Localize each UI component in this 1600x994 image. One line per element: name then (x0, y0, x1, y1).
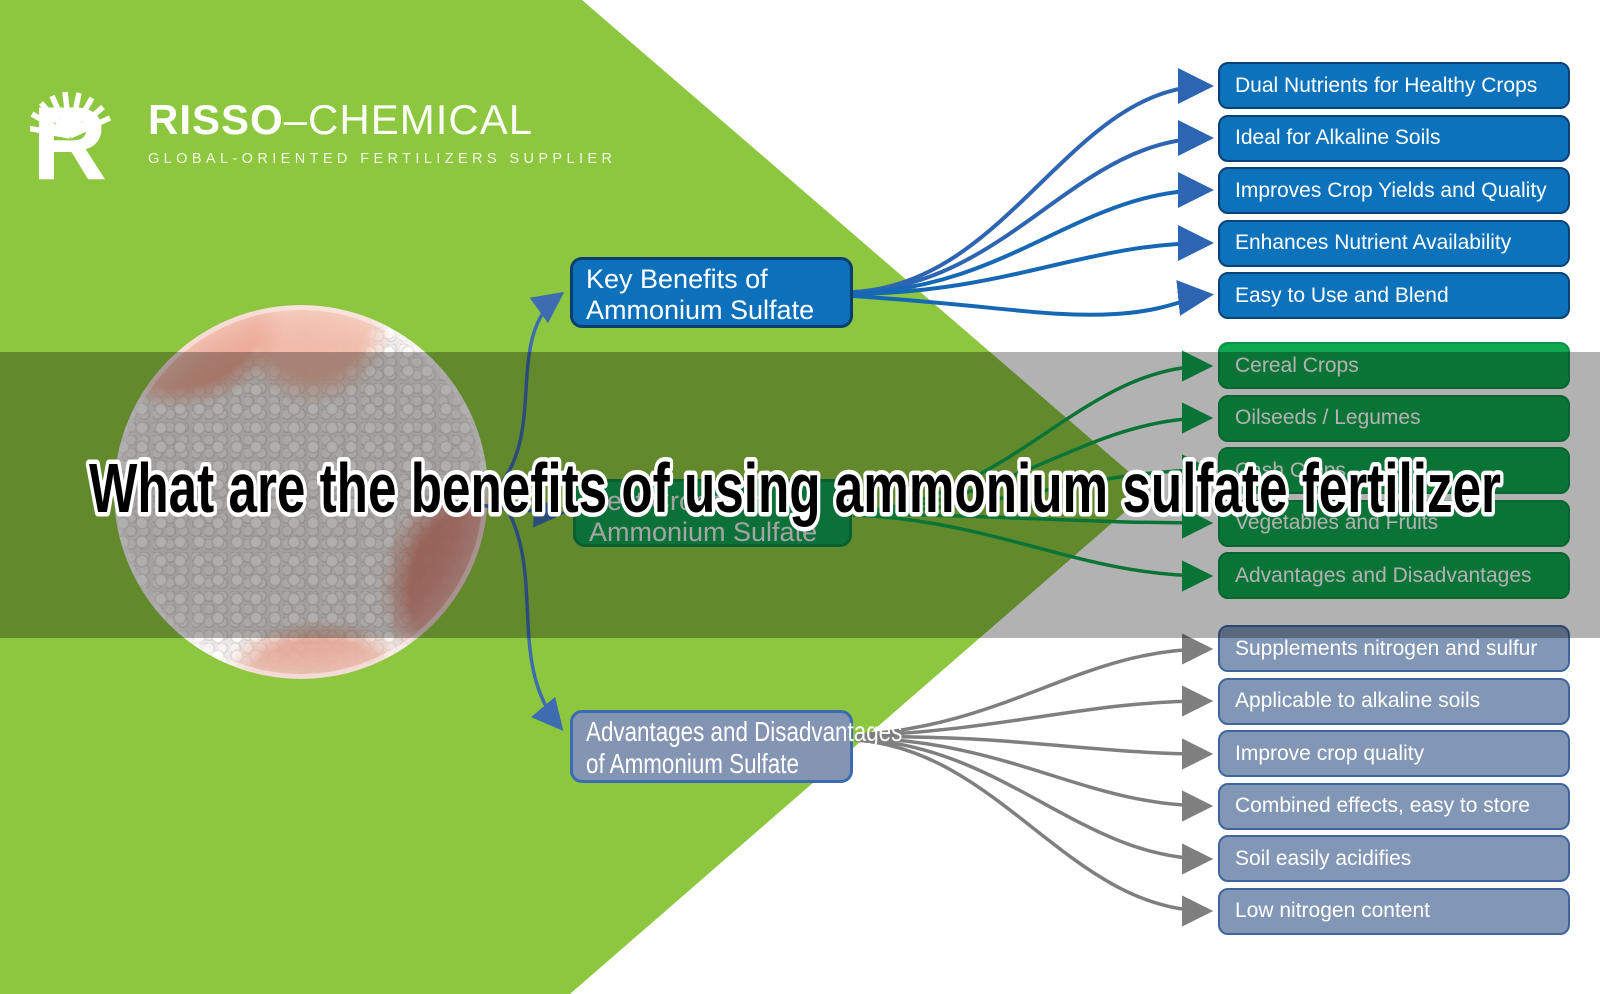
crop-box: Advantages and Disadvantages (1218, 552, 1570, 599)
crop-box: Cereal Crops (1218, 342, 1570, 389)
crop-box: Cash Crops (1218, 447, 1570, 494)
pro-con-box: Supplements nitrogen and sulfur (1218, 625, 1570, 672)
pros-cons-box-group: Supplements nitrogen and sulfur Applicab… (1218, 625, 1570, 935)
crops-box-group: Cereal Crops Oilseeds / Legumes Cash Cro… (1218, 342, 1570, 599)
brand-name: RISSO–CHEMICAL (148, 98, 616, 142)
node-advantages-line1: Advantages and Disadvantages (586, 716, 903, 747)
pro-con-box: Combined effects, easy to store (1218, 782, 1570, 830)
brand-name-secondary: –CHEMICAL (283, 96, 534, 143)
crops-connectors (852, 350, 1214, 592)
logo: R RISSO–CHEMICAL GLOBAL-ORIENTED FERTILI… (30, 84, 616, 184)
crop-box: Vegetables and Fruits (1218, 499, 1570, 547)
node-best-crops-line1: Best Crops for (589, 486, 762, 516)
node-best-crops-line2: Ammonium Sulfate (589, 517, 818, 547)
benefits-box-group: Dual Nutrients for Healthy Crops Ideal f… (1218, 62, 1570, 319)
benefit-box: Enhances Nutrient Availability (1218, 219, 1570, 267)
benefit-box: Easy to Use and Blend (1218, 272, 1570, 319)
crop-box: Oilseeds / Legumes (1218, 394, 1570, 442)
node-advantages-line2: of Ammonium Sulfate (586, 748, 799, 779)
logo-r-sunburst-icon: R (30, 86, 112, 184)
pro-con-box: Applicable to alkaline soils (1218, 677, 1570, 725)
benefit-box: Dual Nutrients for Healthy Crops (1218, 62, 1570, 109)
node-key-benefits-line1: Key Benefits of (586, 264, 768, 294)
brand-name-primary: RISSO (148, 96, 284, 143)
trunk-connectors (477, 291, 566, 732)
pro-con-box: Soil easily acidifies (1218, 835, 1570, 882)
node-advantages-disadvantages: Advantages and Disadvantages of Ammonium… (570, 710, 903, 783)
fertilizer-granules-photo (114, 305, 488, 679)
node-key-benefits: Key Benefits of Ammonium Sulfate (570, 257, 853, 328)
benefit-box: Improves Crop Yields and Quality (1218, 167, 1570, 214)
pro-con-box: Improve crop quality (1218, 730, 1570, 777)
pro-con-box: Low nitrogen content (1218, 887, 1570, 935)
brand-tagline: GLOBAL-ORIENTED FERTILIZERS SUPPLIER (148, 151, 617, 167)
node-best-crops: Best Crops for Ammonium Sulfate (573, 479, 852, 547)
node-key-benefits-line2: Ammonium Sulfate (586, 295, 815, 325)
benefit-box: Ideal for Alkaline Soils (1218, 114, 1570, 162)
pros-cons-connectors (854, 633, 1214, 927)
dark-overlay-band (0, 352, 1600, 638)
benefits-connectors (852, 68, 1214, 317)
